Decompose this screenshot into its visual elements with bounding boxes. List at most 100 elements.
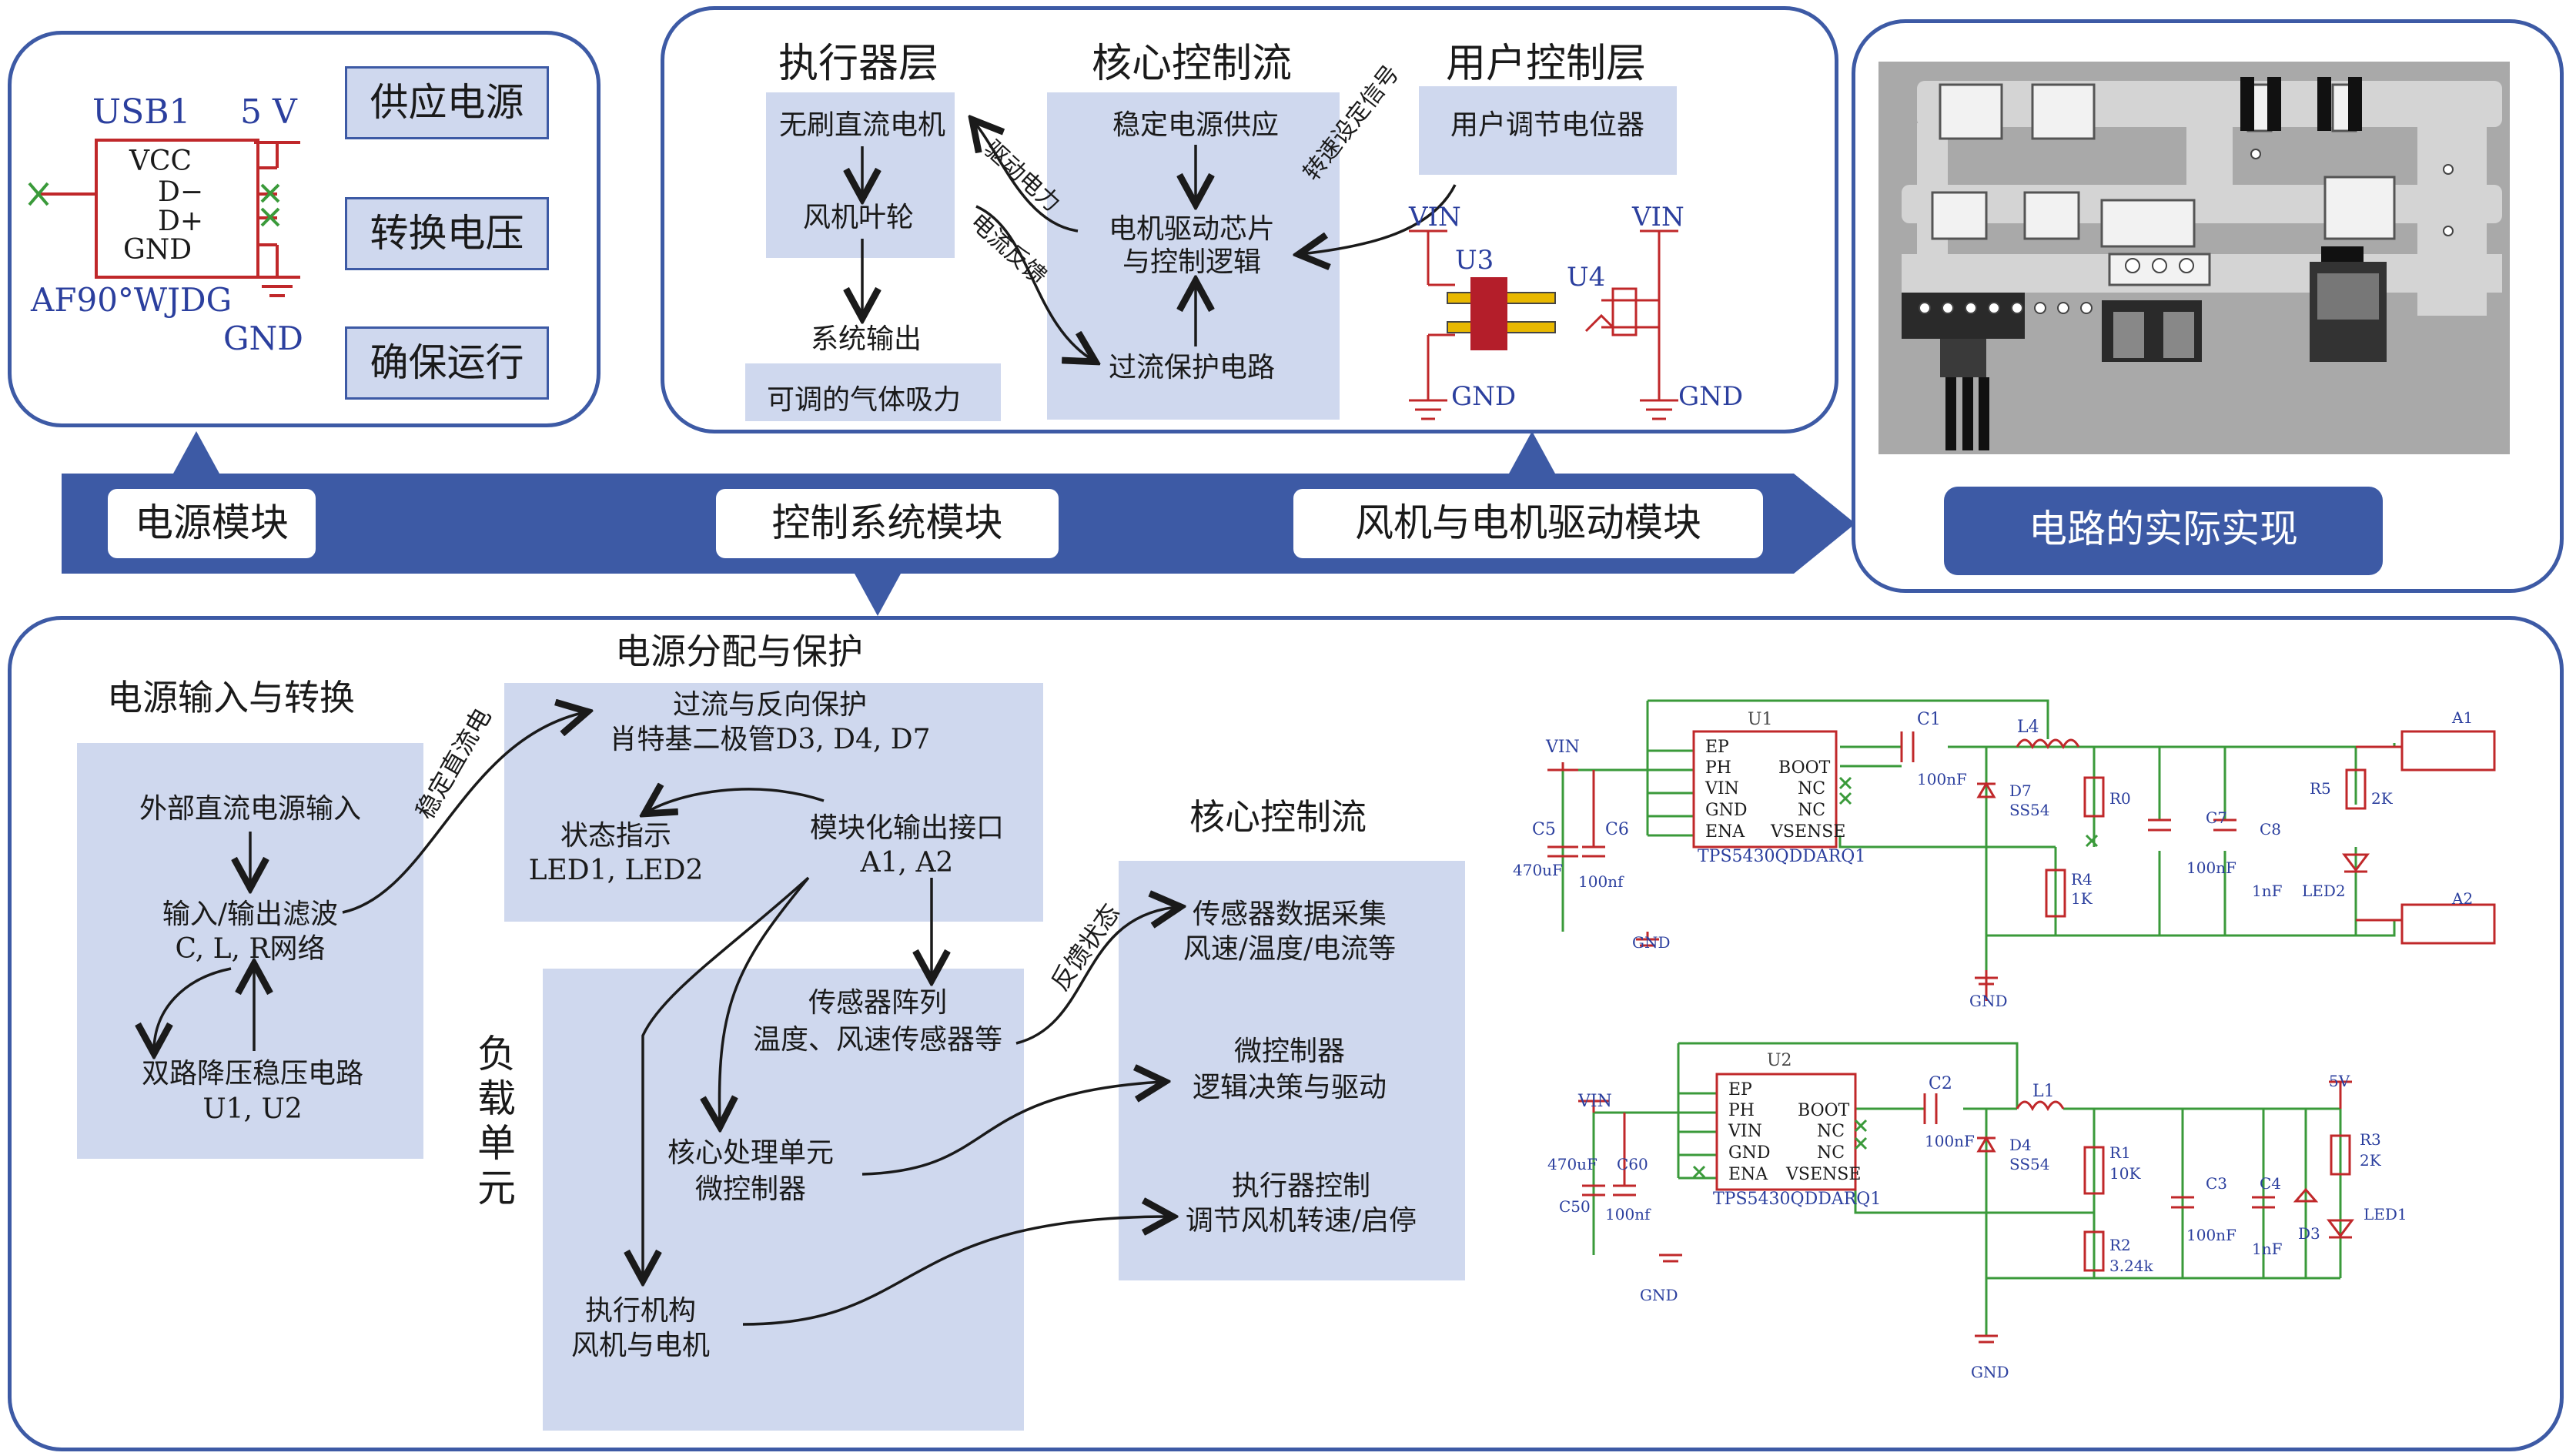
status-node-line1: 状态指示: [560, 820, 672, 852]
u1-pin-vin: VIN: [1705, 779, 1739, 798]
s2-c60: C60: [1617, 1155, 1648, 1173]
cpu-node-line1: 核心处理单元: [667, 1137, 835, 1169]
s2-c4: C4: [2260, 1174, 2282, 1193]
s2-c50: C50: [1559, 1197, 1591, 1216]
u2-label: U2: [1767, 1051, 1792, 1070]
u3-gnd-label: GND: [1451, 381, 1517, 412]
mcu-node-line2: 逻辑决策与驱动: [1192, 1072, 1387, 1103]
s1-c7-value: 100nF: [2186, 859, 2236, 877]
stable-power-node: 稳定电源供应: [1112, 109, 1280, 141]
s1-r0: R0: [2109, 789, 2131, 808]
s2-c3: C3: [2206, 1174, 2228, 1193]
motor-node: 无刷直流电机: [778, 109, 946, 141]
tag-convert-voltage: 转换电压: [345, 197, 549, 270]
u3-label: U3: [1455, 245, 1494, 276]
u1-chip-label: TPS5430QDDARQ1: [1698, 847, 1866, 866]
s2-r3-value: 2K: [2360, 1151, 2381, 1170]
pin-dminus: D−: [158, 176, 204, 208]
s2-c2-value: 100nF: [1925, 1132, 1975, 1150]
u2-pin-vin: VIN: [1728, 1122, 1762, 1141]
s1-r5-value: 2K: [2371, 789, 2393, 808]
buck-node-line2: U1, U2: [202, 1093, 303, 1125]
u1-pin-ph: PH: [1705, 758, 1731, 778]
s1-gnd-bottom: GND: [1969, 992, 2008, 1010]
s1-l4: L4: [2017, 718, 2039, 737]
u2-pin-ep: EP: [1728, 1080, 1752, 1100]
s2-gnd-bottom: GND: [1971, 1363, 2009, 1381]
filter-node-line1: 输入/输出滤波: [162, 899, 339, 930]
gnd-label: GND: [223, 320, 303, 357]
u2-pin-ph: PH: [1728, 1101, 1755, 1120]
usb-label: USB1: [92, 92, 191, 132]
s1-c8: C8: [2260, 820, 2282, 838]
buck-node-line1: 双路降压稳压电路: [141, 1058, 364, 1089]
u2-pin-nc2: NC: [1817, 1143, 1845, 1163]
title-core-control: 核心控制流: [1189, 796, 1367, 838]
u2-chip-label: TPS5430QDDARQ1: [1713, 1190, 1882, 1209]
u2-pin-nc1: NC: [1817, 1122, 1845, 1141]
s1-c1-value: 100nF: [1917, 770, 1967, 788]
title-power-input: 电源输入与转换: [107, 677, 355, 718]
u4-vin-label: VIN: [1632, 202, 1684, 233]
s1-gnd-left: GND: [1632, 933, 1671, 952]
impl-label: 电路的实际实现: [1944, 487, 2383, 575]
driver-node-line2: 与控制逻辑: [1122, 246, 1262, 278]
u1-pin-ena: ENA: [1705, 822, 1745, 842]
fan-node: 风机叶轮: [802, 202, 915, 233]
s1-c5: C5: [1532, 820, 1556, 839]
u4-label: U4: [1567, 262, 1606, 293]
s2-gnd-left: GND: [1640, 1286, 1678, 1304]
driver-node-line1: 电机驱动芯片: [1108, 213, 1276, 245]
s2-r1: R1: [2109, 1143, 2131, 1162]
s1-c5-value: 470uF: [1513, 861, 1563, 879]
nav-fan-motor-module[interactable]: 风机与电机驱动模块: [1293, 489, 1763, 558]
s2-c50-value: 470uF: [1547, 1155, 1597, 1173]
protect-node-line1: 过流与反向保护: [672, 689, 868, 721]
s2-d4: D4: [2009, 1136, 2032, 1154]
col-core-title: 核心控制流: [1091, 41, 1293, 87]
u1-label: U1: [1748, 710, 1773, 729]
s1-c8-value: 1nF: [2252, 882, 2283, 900]
s2-5v: 5V: [2329, 1072, 2350, 1090]
overcurrent-node: 过流保护电路: [1108, 352, 1276, 383]
actuator-node-line1: 执行机构: [584, 1295, 697, 1327]
s1-r4-value: 1K: [2071, 889, 2093, 908]
protect-node-line2: 肖特基二极管D3, D4, D7: [609, 724, 931, 755]
s1-vin: VIN: [1546, 738, 1580, 757]
pin-dplus: D+: [158, 206, 204, 237]
cpu-node-line2: 微控制器: [694, 1173, 807, 1205]
mcu-node-line1: 微控制器: [1233, 1036, 1346, 1067]
u2-pin-ena: ENA: [1728, 1165, 1768, 1184]
s1-c6: C6: [1605, 820, 1629, 839]
s2-d3: D3: [2298, 1224, 2320, 1243]
s2-vin: VIN: [1578, 1092, 1612, 1111]
load-box: [543, 969, 1024, 1431]
u1-pin-ep: EP: [1705, 738, 1729, 757]
u1-pin-vsense: VSENSE: [1771, 822, 1846, 842]
actuator-node-line2: 风机与电机: [570, 1330, 711, 1361]
u1-pin-nc2: NC: [1798, 801, 1826, 820]
u4-gnd-label: GND: [1678, 381, 1744, 412]
user-box: [1419, 86, 1677, 175]
u1-pin-gnd: GND: [1705, 801, 1748, 820]
u1-pin-nc1: NC: [1798, 779, 1826, 798]
s1-c1: C1: [1917, 710, 1941, 729]
pin-gnd: GND: [123, 234, 192, 266]
s2-c60-value: 100nf: [1605, 1205, 1651, 1223]
control-node-line1: 执行器控制: [1231, 1170, 1371, 1202]
s1-a2: A2: [2452, 889, 2474, 908]
s1-r4: R4: [2071, 870, 2093, 889]
nav-power-module[interactable]: 电源模块: [108, 489, 316, 558]
s1-c7: C7: [2206, 808, 2228, 827]
ext-dc-node: 外部直流电源输入: [139, 793, 362, 825]
u2-pin-gnd: GND: [1728, 1143, 1771, 1163]
acquisition-node-line2: 风速/温度/电流等: [1183, 933, 1397, 965]
col-actuator-title: 执行器层: [778, 41, 939, 87]
nav-control-module[interactable]: 控制系统模块: [716, 489, 1059, 558]
